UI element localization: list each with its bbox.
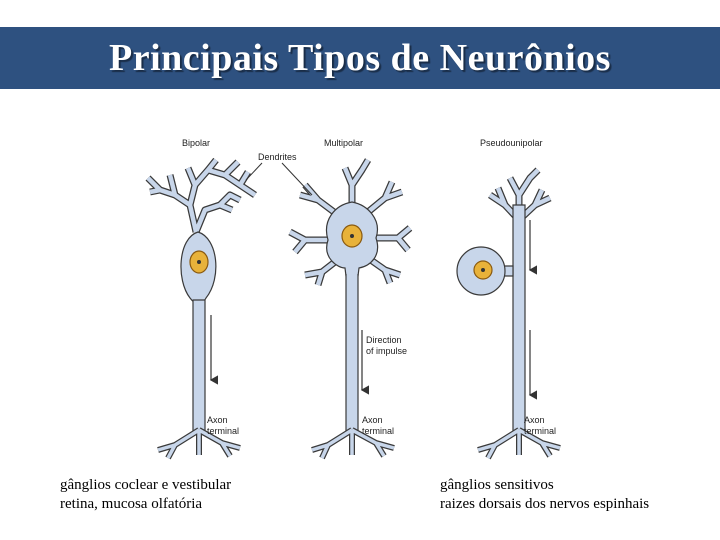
label-axon-terminal-pseudounipolar-1: Axon [524,415,545,425]
label-axon-terminal-multipolar-1: Axon [362,415,383,425]
label-axon-terminal-pseudounipolar-2: terminal [524,426,556,436]
caption-right: gânglios sensitivos raizes dorsais dos n… [440,476,649,514]
caption-right-line1: gânglios sensitivos [440,477,554,493]
label-axon-terminal-multipolar-2: terminal [362,426,394,436]
label-direction-line2: of impulse [366,346,407,356]
title-banner: Principais Tipos de Neurônios [0,27,720,89]
pseudounipolar-neuron [456,167,561,460]
caption-left-line2: retina, mucosa olfatória [60,496,203,512]
caption-left-line1: gânglios coclear e vestibular [60,477,232,493]
page-title: Principais Tipos de Neurônios [109,37,611,79]
caption-left: gânglios coclear e vestibular retina, mu… [60,476,231,514]
dendrites-pointer-right [281,162,313,196]
dendrites-pointer-left [245,162,263,181]
label-dendrites: Dendrites [258,152,297,162]
bipolar-neuron [145,157,257,460]
label-axon-terminal-bipolar-1: Axon [207,415,228,425]
label-pseudounipolar: Pseudounipolar [480,138,543,148]
label-axon-terminal-bipolar-2: terminal [207,426,239,436]
multipolar-neuron [288,158,413,460]
label-multipolar: Multipolar [324,138,363,148]
label-bipolar: Bipolar [182,138,210,148]
label-direction-line1: Direction [366,335,402,345]
caption-right-line2: raizes dorsais dos nervos espinhais [440,496,650,512]
